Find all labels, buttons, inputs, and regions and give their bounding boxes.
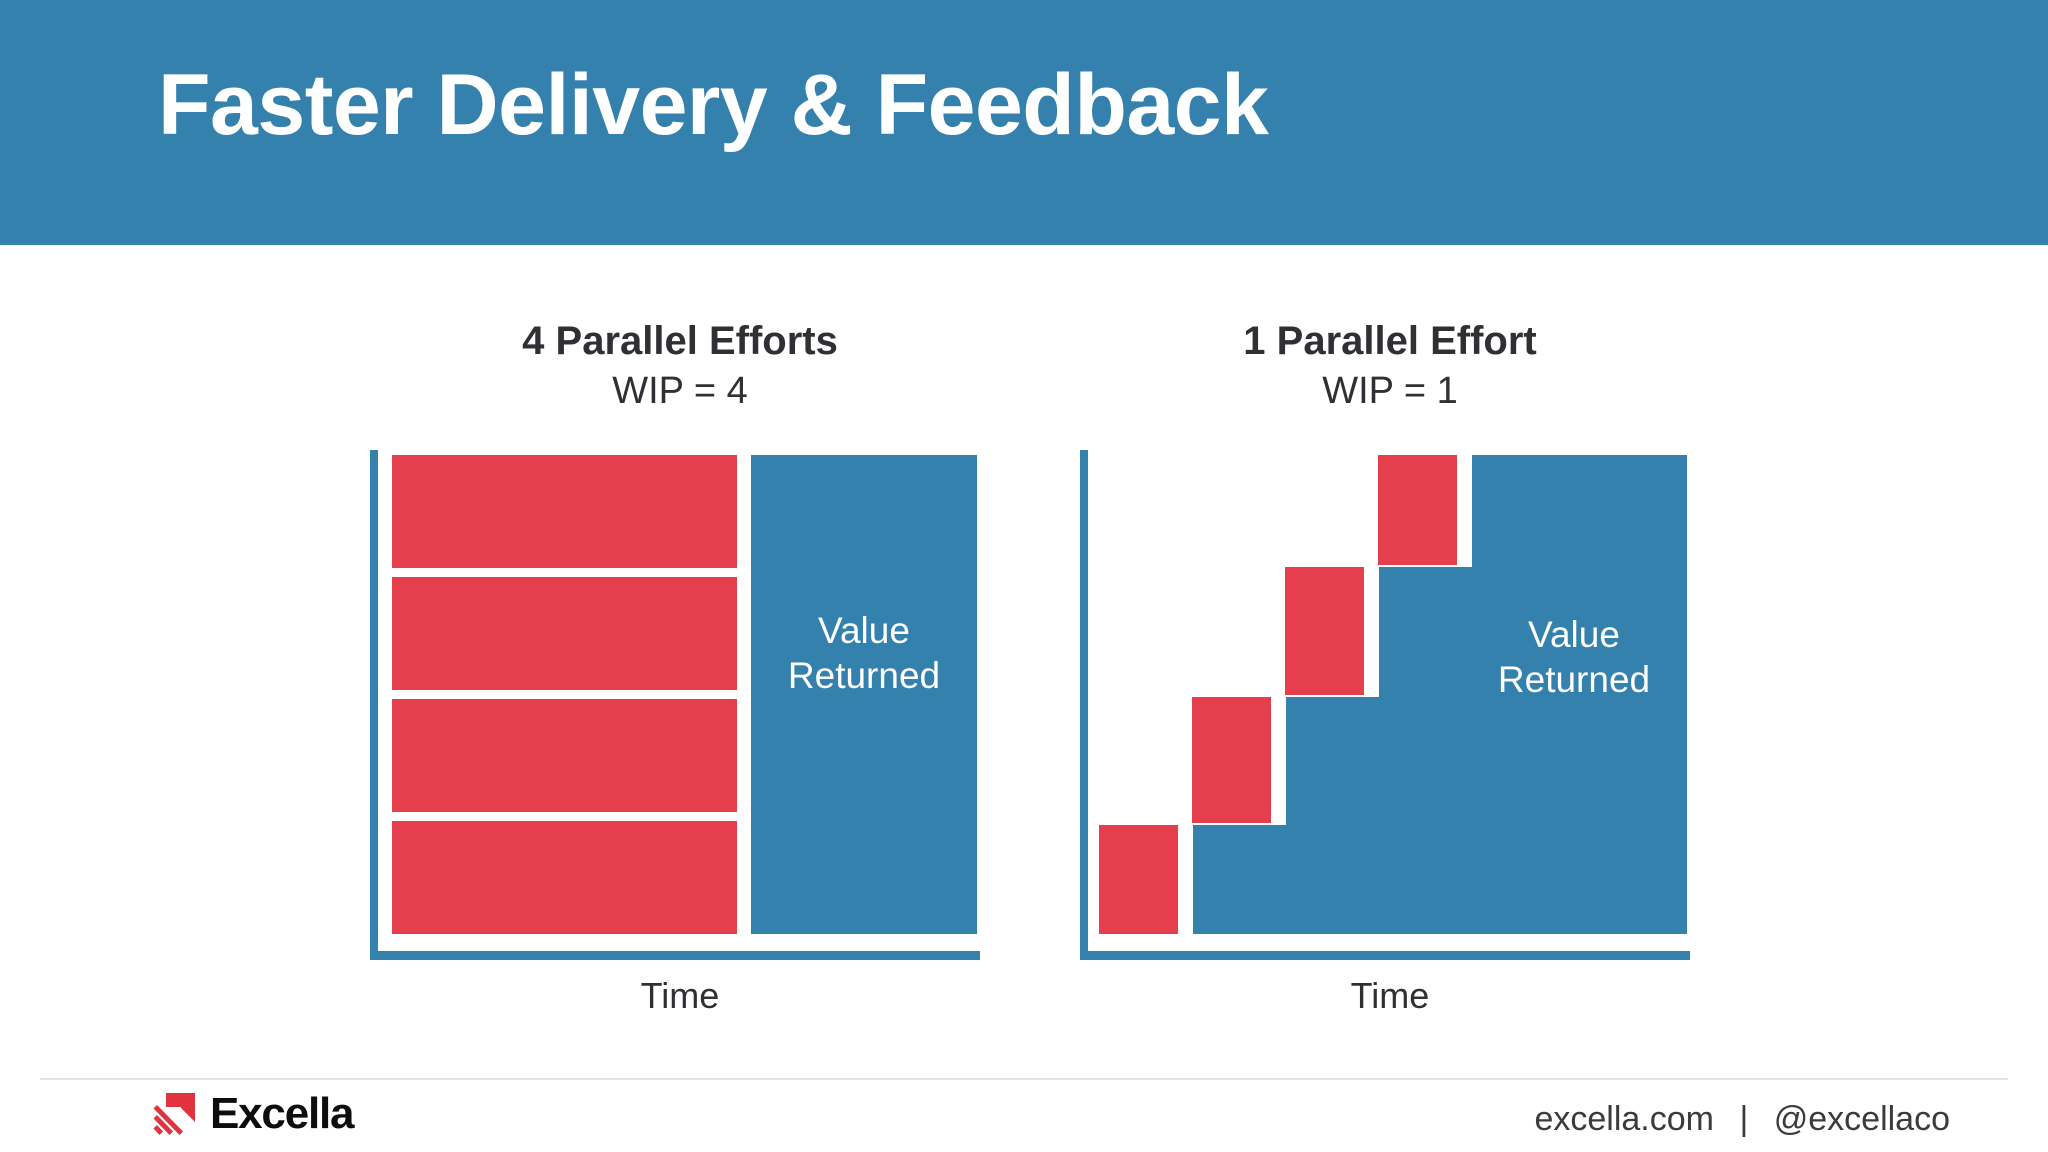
value-returned-step-1 bbox=[1193, 825, 1687, 934]
slide-header-band: Faster Delivery & Feedback bbox=[0, 0, 2048, 245]
chart-left-x-axis bbox=[370, 951, 980, 960]
chart-right-plot: Value Returned bbox=[1080, 450, 1700, 960]
effort-bar-2 bbox=[392, 577, 737, 690]
value-returned-label: Value Returned bbox=[1461, 612, 1687, 702]
chart-left-y-axis bbox=[370, 450, 378, 955]
chart-left-time-label: Time bbox=[640, 975, 720, 1016]
effort-bar-3 bbox=[392, 699, 737, 812]
effort-block-1 bbox=[1099, 825, 1178, 934]
chart-right-heading: 1 Parallel Effort bbox=[1243, 319, 1537, 363]
footer-divider bbox=[40, 1078, 2008, 1080]
chart-right-subheading: WIP = 1 bbox=[1322, 370, 1458, 412]
excella-logo: Excella bbox=[152, 1089, 354, 1138]
footer-separator: | bbox=[1739, 1100, 1749, 1138]
value-returned-label: Value Returned bbox=[751, 608, 977, 698]
chart-right-y-axis bbox=[1080, 450, 1088, 955]
chart-left-subheading: WIP = 4 bbox=[612, 370, 748, 412]
chart-left-heading: 4 Parallel Efforts bbox=[522, 319, 838, 363]
value-returned-step-3 bbox=[1379, 567, 1687, 699]
page-title: Faster Delivery & Feedback bbox=[158, 57, 1269, 153]
footer-links: excella.com | @excellaco bbox=[1534, 1100, 1950, 1139]
chart-right-time-label: Time bbox=[1350, 975, 1430, 1016]
excella-logo-mark bbox=[153, 1093, 195, 1135]
chart-one-parallel-effort: 1 Parallel Effort WIP = 1 Value Returned… bbox=[1080, 319, 1700, 1016]
effort-block-2 bbox=[1192, 697, 1271, 823]
footer-website-link[interactable]: excella.com bbox=[1534, 1100, 1714, 1138]
excella-logo-wordmark: Excella bbox=[210, 1089, 354, 1138]
value-returned-line-1: Value bbox=[1528, 614, 1620, 655]
value-returned-line-1: Value bbox=[818, 610, 910, 651]
effort-block-4 bbox=[1378, 455, 1457, 565]
effort-block-3 bbox=[1285, 567, 1364, 695]
chart-right-x-axis bbox=[1080, 951, 1690, 960]
effort-bar-4 bbox=[392, 821, 737, 934]
chart-left-plot: Value Returned bbox=[370, 450, 990, 960]
value-returned-step-2 bbox=[1286, 697, 1687, 827]
footer-social-handle[interactable]: @excellaco bbox=[1773, 1100, 1950, 1138]
value-returned-line-2: Returned bbox=[1497, 659, 1651, 701]
effort-bar-1 bbox=[392, 455, 737, 568]
value-returned-step-4 bbox=[1472, 455, 1687, 569]
value-returned-block bbox=[751, 455, 977, 934]
value-returned-line-2: Returned bbox=[787, 655, 941, 697]
chart-four-parallel-efforts: 4 Parallel Efforts WIP = 4 Value Returne… bbox=[370, 319, 990, 1016]
